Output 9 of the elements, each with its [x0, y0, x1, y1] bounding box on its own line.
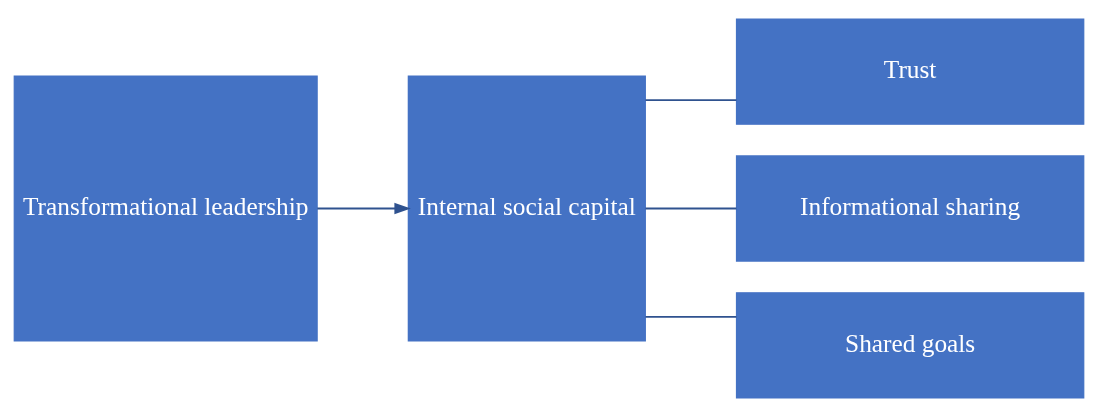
- node-box: Transformational leadership: [13, 75, 318, 342]
- connector: [644, 207, 738, 210]
- node-box: Informational sharing: [735, 155, 1085, 262]
- connector: [644, 315, 738, 318]
- node-box: Trust: [735, 18, 1085, 125]
- arrow: [316, 202, 411, 215]
- connector: [644, 99, 738, 102]
- node-box: Internal social capital: [407, 75, 646, 342]
- node-box: Shared goals: [735, 292, 1085, 399]
